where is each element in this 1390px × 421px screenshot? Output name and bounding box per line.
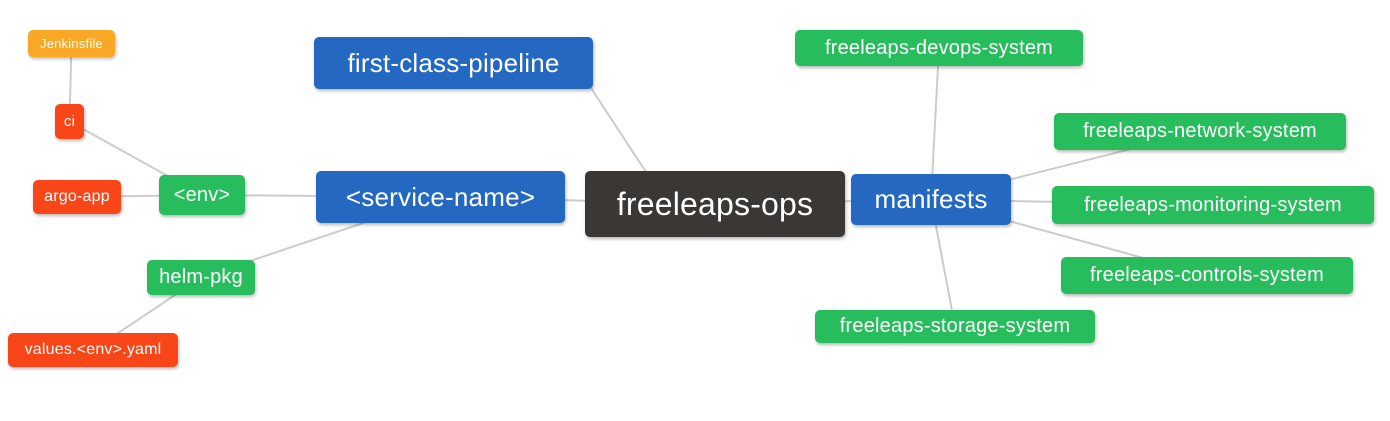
node-devops-system[interactable]: freeleaps-devops-system xyxy=(795,30,1083,66)
node-monitoring-system[interactable]: freeleaps-monitoring-system xyxy=(1052,186,1374,224)
node-jenkinsfile[interactable]: Jenkinsfile xyxy=(28,30,115,57)
node-ci[interactable]: ci xyxy=(55,104,84,139)
node-env[interactable]: <env> xyxy=(159,175,245,215)
node-helm-pkg[interactable]: helm-pkg xyxy=(147,260,255,295)
node-controls-system[interactable]: freeleaps-controls-system xyxy=(1061,257,1353,294)
node-service-name[interactable]: <service-name> xyxy=(316,171,565,223)
node-storage-system[interactable]: freeleaps-storage-system xyxy=(815,310,1095,343)
edge-first-class-pipeline-to-freeleaps-ops xyxy=(590,87,647,173)
node-first-class-pipeline[interactable]: first-class-pipeline xyxy=(314,37,593,89)
node-values-env-yaml[interactable]: values.<env>.yaml xyxy=(8,333,178,367)
node-freeleaps-ops[interactable]: freeleaps-ops xyxy=(585,171,845,237)
node-network-system[interactable]: freeleaps-network-system xyxy=(1054,113,1346,150)
node-manifests[interactable]: manifests xyxy=(851,174,1011,225)
node-argo-app[interactable]: argo-app xyxy=(33,180,121,214)
